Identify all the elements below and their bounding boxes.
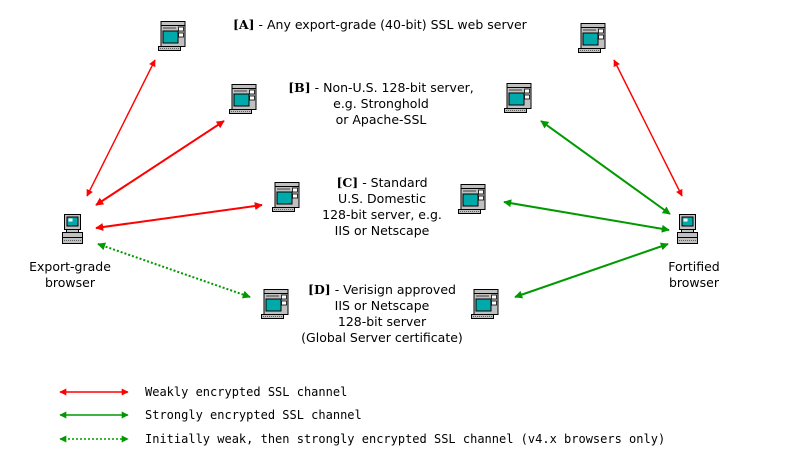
server-a-tag: [A] xyxy=(233,17,255,32)
export-browser-label-2: browser xyxy=(45,275,96,290)
server-a-label: [A] - Any export-grade (40-bit) SSL web … xyxy=(233,17,528,32)
workstation-icon xyxy=(62,214,83,244)
server-icon xyxy=(158,21,186,51)
server-icon xyxy=(272,182,300,212)
arrow-export-to-a-left xyxy=(86,59,156,197)
arrow-fortified-to-c xyxy=(503,199,670,233)
fortified-browser-label-2: browser xyxy=(669,275,720,290)
server-c-line-3: 128-bit server, e.g. xyxy=(322,207,442,222)
arrow-export-to-d xyxy=(97,242,251,299)
fortified-browser-label: Fortified xyxy=(668,259,719,274)
connections xyxy=(86,59,683,299)
server-icon xyxy=(578,23,606,53)
legend-weak-text: Weakly encrypted SSL channel xyxy=(145,385,347,399)
server-b-line-3: or Apache-SSL xyxy=(336,112,427,127)
server-d-line-3: 128-bit server xyxy=(338,314,427,329)
server-icon xyxy=(261,289,289,319)
server-c-line-2: U.S. Domestic xyxy=(338,191,426,206)
arrow-export-to-c xyxy=(95,202,263,231)
server-icon xyxy=(471,289,499,319)
workstation-icon xyxy=(677,214,698,244)
server-c-line-4: IIS or Netscape xyxy=(335,223,430,238)
arrow-export-to-b xyxy=(95,120,225,206)
server-b-label: [B] - Non-U.S. 128-bit server, xyxy=(288,80,474,95)
server-b-tag: [B] xyxy=(288,80,310,95)
server-d-line-2: IIS or Netscape xyxy=(335,298,430,313)
arrow-fortified-to-a-right xyxy=(613,59,683,197)
servers xyxy=(158,21,606,319)
server-c-tag: [C] xyxy=(336,175,358,190)
server-c-label: [C] - Standard xyxy=(336,175,427,190)
server-icon xyxy=(229,84,257,114)
legend-mixed-text: Initially weak, then strongly encrypted … xyxy=(145,432,665,446)
export-browser-label: Export-grade xyxy=(29,259,111,274)
server-a-desc: - Any export-grade (40-bit) SSL web serv… xyxy=(255,17,528,32)
server-b-line-2: e.g. Stronghold xyxy=(333,96,429,111)
server-d-label: [D] - Verisign approved xyxy=(308,282,456,297)
arrow-fortified-to-b xyxy=(540,120,671,215)
legend: Weakly encrypted SSL channel Strongly en… xyxy=(59,385,665,446)
server-icon xyxy=(504,83,532,113)
server-d-tag: [D] xyxy=(308,282,331,297)
arrow-fortified-to-d xyxy=(514,242,669,299)
legend-strong-text: Strongly encrypted SSL channel xyxy=(145,408,362,422)
server-d-line-4: (Global Server certificate) xyxy=(301,330,463,345)
server-icon xyxy=(458,184,486,214)
